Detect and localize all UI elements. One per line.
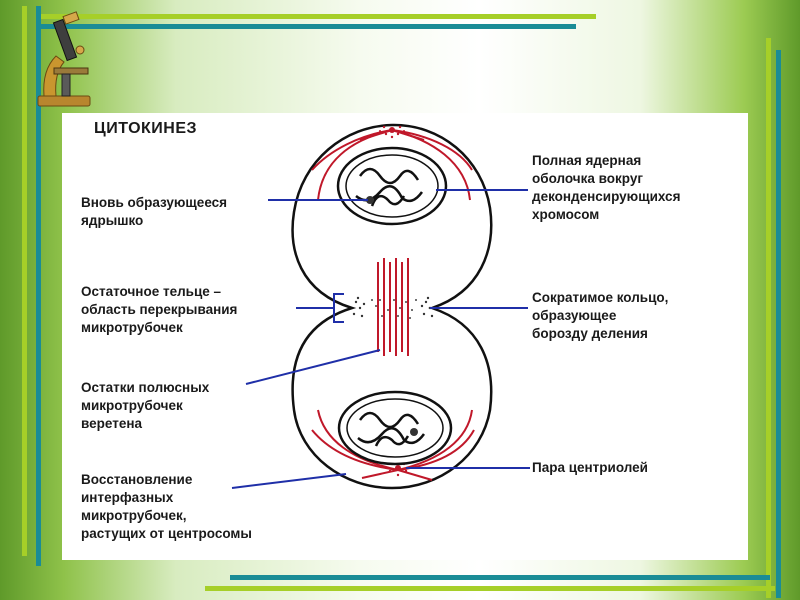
leader-lines <box>231 189 530 489</box>
top-teal-stripe <box>36 24 576 29</box>
midbody-stipple <box>371 299 417 319</box>
label-polar-microtubules: Остатки полюсных микротрубочек веретена <box>81 380 210 431</box>
microscope-icon <box>37 11 91 107</box>
bottom-nucleus <box>337 390 453 466</box>
top-centrosome <box>379 125 405 139</box>
diagram-title: ЦИТОКИНЕЗ <box>94 120 198 137</box>
top-green-stripe <box>36 14 596 19</box>
top-nucleus <box>336 146 448 226</box>
right-teal-stripe <box>776 50 781 598</box>
leader-interphase-microtubules <box>231 473 347 489</box>
midbody-microtubules <box>377 258 409 356</box>
right-green-stripe <box>766 38 771 598</box>
bottom-centrosome <box>385 462 411 477</box>
left-green-stripe <box>22 6 27 556</box>
left-teal-stripe <box>36 6 41 566</box>
top-pole-microtubules <box>311 129 473 201</box>
bottom-green-stripe <box>205 586 775 591</box>
bottom-teal-stripe <box>230 575 770 580</box>
label-midbody: Остаточное тельце – область перекрывания… <box>81 284 238 335</box>
label-new-nucleolus: Вновь образующееся ядрышко <box>81 195 228 228</box>
label-centriole-pair: Пара центриолей <box>532 460 648 475</box>
leader-polar-microtubules <box>245 349 381 385</box>
label-interphase-microtubules: Восстановление интерфазных микротрубочек… <box>81 472 252 541</box>
label-contractile-ring: Сократимое кольцо, образующее борозду де… <box>532 290 669 341</box>
label-nuclear-envelope: Полная ядерная оболочка вокруг деконденс… <box>532 153 681 222</box>
